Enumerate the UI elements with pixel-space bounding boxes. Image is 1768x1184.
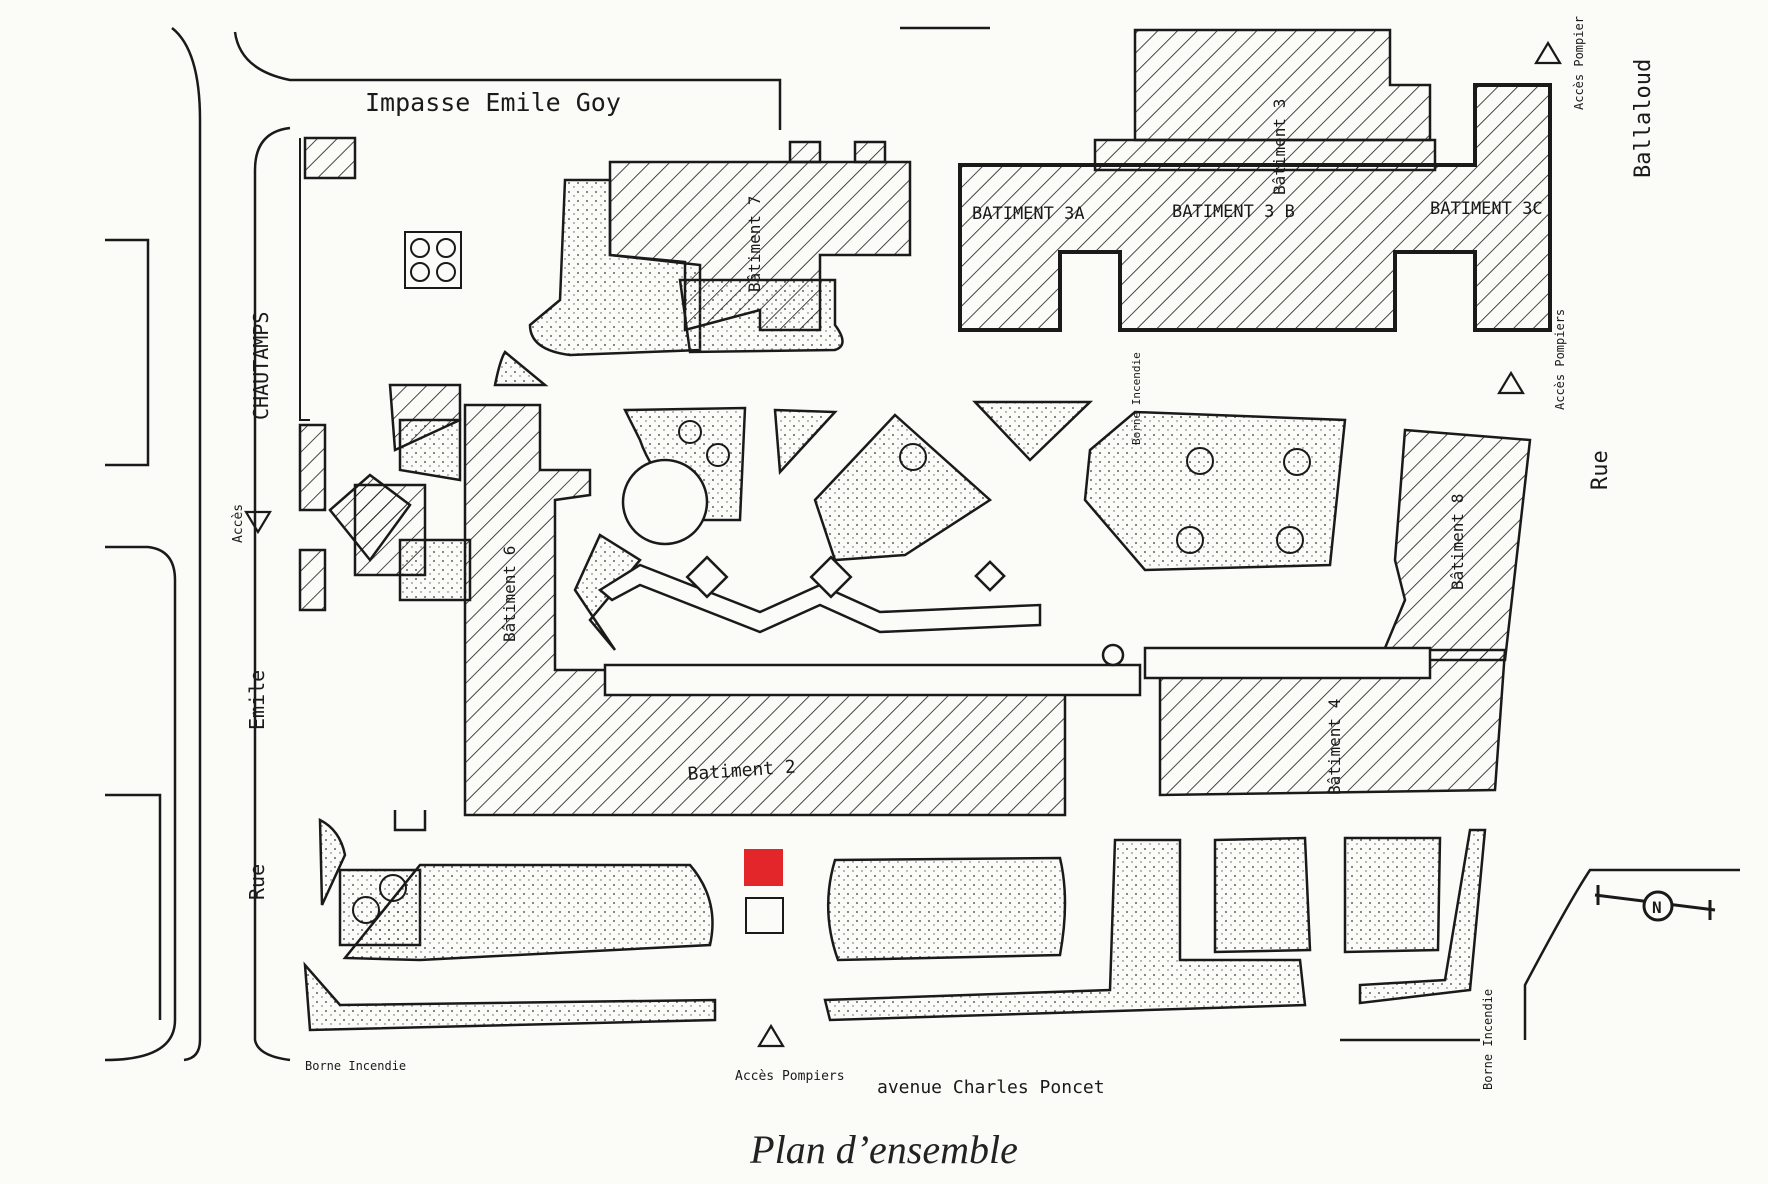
- building-label-b7: Bâtiment 7: [745, 196, 764, 292]
- walkways: [393, 458, 1432, 832]
- label-borne-center: Borne Incendie: [1130, 352, 1143, 445]
- access-triangle-icon: [1534, 40, 1562, 65]
- label-borne-west: Borne Incendie: [305, 1059, 406, 1073]
- building-label-b4: Bâtiment 4: [1325, 699, 1344, 795]
- street-label-chautamps: CHAUTAMPS: [249, 312, 273, 420]
- building-label-b8: Bâtiment 8: [1448, 494, 1467, 590]
- label-acces-pompier-north: Accès Pompier: [1572, 16, 1586, 110]
- label-borne-south-east: Borne Incendie: [1481, 989, 1495, 1090]
- green-areas: [303, 178, 1487, 1032]
- access-triangles: [244, 40, 1562, 1048]
- trees: [352, 231, 1311, 924]
- map-caption: Plan d’ensemble: [750, 1127, 1018, 1172]
- building-label-b3c: BATIMENT 3C: [1430, 199, 1543, 219]
- label-acces-pompiers-south: Accès Pompiers: [735, 1069, 845, 1084]
- north-arrow-icon: [1594, 885, 1716, 922]
- access-triangle-icon: [1497, 370, 1525, 395]
- north-label: N: [1652, 898, 1662, 917]
- street-label-emile-west: Emile: [245, 670, 269, 730]
- red-square-marker: [744, 849, 783, 886]
- street-label-avenue: avenue Charles Poncet: [877, 1077, 1105, 1098]
- street-label-rue-east: Rue: [1588, 450, 1613, 490]
- street-outlines: [104, 26, 1740, 1062]
- label-acces-west: Accès: [231, 504, 246, 543]
- building-label-b3b: BATIMENT 3 B: [1172, 202, 1295, 222]
- street-label-ballaloud: Ballaloud: [1631, 59, 1656, 178]
- building-label-b3a: BATIMENT 3A: [972, 204, 1085, 224]
- street-label-rue-west: Rue: [245, 864, 269, 900]
- access-triangle-icon: [757, 1023, 785, 1048]
- building-label-b3: Bâtiment 3: [1270, 99, 1289, 195]
- buildings: [298, 28, 1552, 817]
- white-square-marker: [745, 897, 784, 934]
- access-triangle-icon: [244, 510, 272, 535]
- building-label-b6: Bâtiment 6: [500, 546, 519, 642]
- label-acces-pompiers-east: Accès Pompiers: [1553, 309, 1567, 410]
- street-label-impasse: Impasse Emile Goy: [365, 88, 621, 117]
